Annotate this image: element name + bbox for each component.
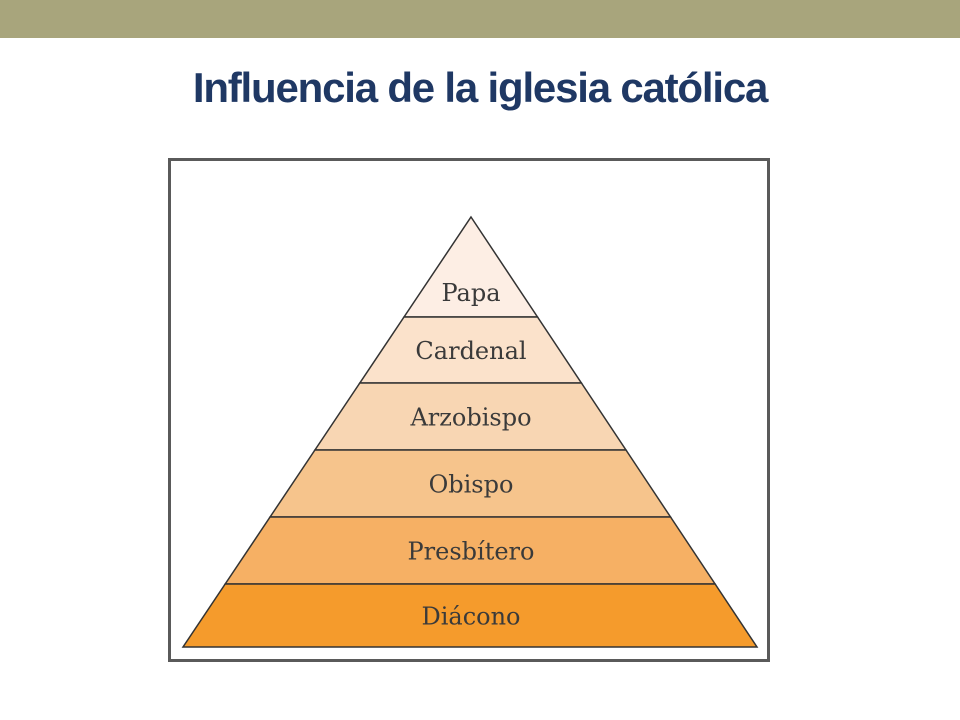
pyramid-tier-6 bbox=[181, 583, 759, 648]
pyramid-tier-label: Diácono bbox=[421, 603, 520, 631]
top-accent-bar bbox=[0, 0, 960, 38]
pyramid-tier-label: Obispo bbox=[429, 471, 514, 499]
slide-title: Influencia de la iglesia católica bbox=[192, 64, 769, 111]
pyramid-tier-label: Papa bbox=[441, 279, 500, 307]
pyramid-tier-label: Presbítero bbox=[408, 538, 535, 566]
pyramid-tiers bbox=[181, 215, 759, 648]
pyramid-labels: PapaCardenalArzobispoObispoPresbíteroDiá… bbox=[408, 279, 535, 631]
pyramid-tier-label: Cardenal bbox=[415, 337, 526, 365]
pyramid-svg: PapaCardenalArzobispoObispoPresbíteroDiá… bbox=[181, 215, 759, 648]
pyramid-tier-label: Arzobispo bbox=[409, 404, 531, 432]
